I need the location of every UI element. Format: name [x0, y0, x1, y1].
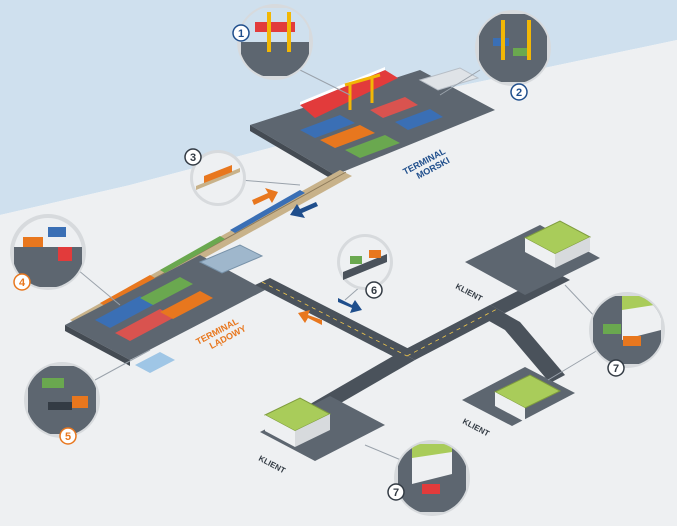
svg-text:5: 5	[65, 431, 71, 443]
callout-circle-7a	[589, 292, 665, 368]
svg-text:3: 3	[190, 152, 196, 164]
callout-circle-1	[237, 4, 313, 80]
callout-circle-2	[475, 10, 551, 86]
callout-badge-4: 4	[14, 274, 30, 290]
callout-badge-7a: 7	[608, 360, 624, 376]
svg-text:2: 2	[516, 87, 522, 99]
svg-text:4: 4	[19, 277, 26, 289]
callout-badge-6: 6	[366, 282, 382, 298]
callout-badge-3: 3	[185, 149, 201, 165]
callout-badge-7b: 7	[388, 484, 404, 500]
callout-badge-5: 5	[60, 428, 76, 444]
callout-badge-2: 2	[511, 84, 527, 100]
callout-circle-7b	[394, 440, 470, 516]
svg-text:7: 7	[613, 363, 619, 375]
svg-text:1: 1	[238, 28, 244, 40]
svg-text:7: 7	[393, 487, 399, 499]
callout-circle-5	[24, 362, 100, 438]
svg-text:6: 6	[371, 285, 377, 297]
callout-badge-1: 1	[233, 25, 249, 41]
callout-circle-6	[337, 234, 393, 290]
